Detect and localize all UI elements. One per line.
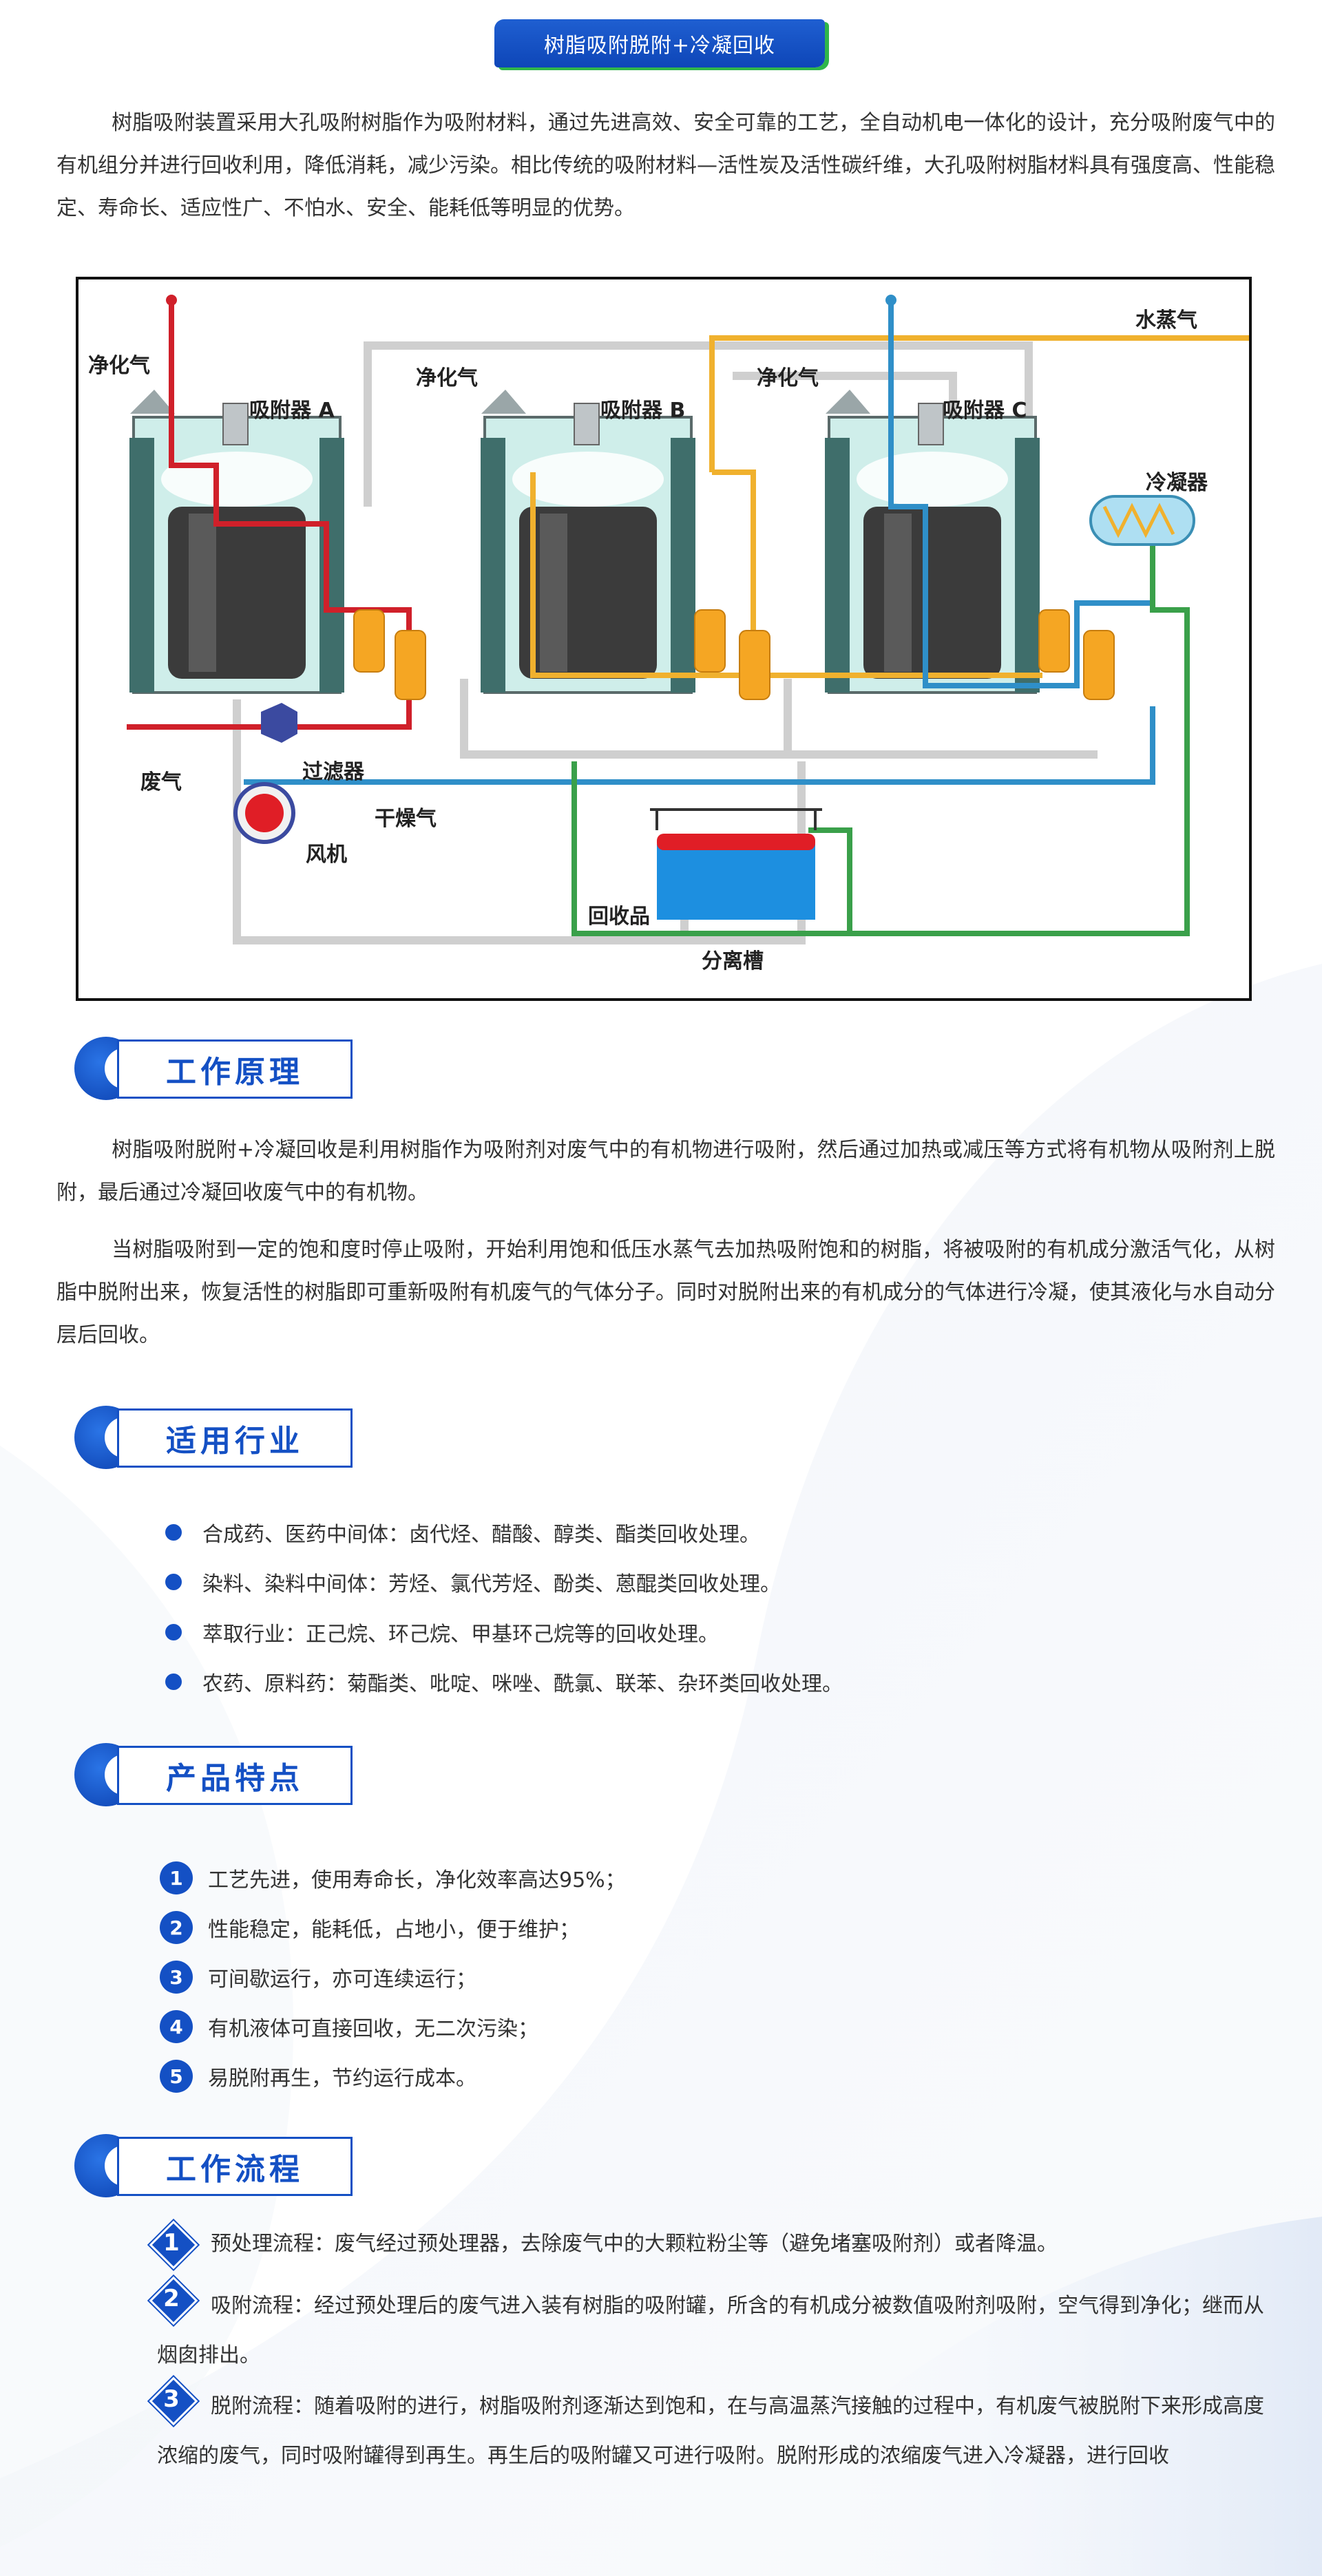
industry-item-text: 农药、原料药：菊酯类、吡啶、咪唑、酰氯、联苯、杂环类回收处理。 bbox=[202, 1672, 843, 1696]
green-condensate-pipe bbox=[808, 541, 1190, 936]
process-step-text: 预处理流程：废气经过预处理器，去除废气中的大颗粒粉尘等（避免堵塞吸附剂）或者降温… bbox=[211, 2232, 1058, 2256]
diagram-drawing bbox=[127, 295, 1249, 944]
feature-item-text: 易脱附再生，节约运行成本。 bbox=[208, 2067, 476, 2091]
section-title-industry: 适用行业 bbox=[117, 1408, 353, 1468]
orange-steam-pipe bbox=[709, 335, 1249, 472]
step-number: 1 bbox=[163, 2229, 180, 2257]
label-filter: 过滤器 bbox=[302, 760, 364, 784]
gray-pipe-return bbox=[460, 679, 1098, 759]
feature-item: 1 工艺先进，使用寿命长，净化效率高达95%； bbox=[160, 1861, 626, 1894]
feature-item: 4 有机液体可直接回收，无二次污染； bbox=[160, 2010, 538, 2043]
principle-paragraph-2: 当树脂吸附到一定的饱和度时停止吸附，开始利用饱和低压水蒸气去加热吸附饱和的树脂，… bbox=[56, 1229, 1275, 1357]
label-fan: 风机 bbox=[306, 843, 347, 867]
valves bbox=[353, 609, 1115, 700]
industry-item-text: 萃取行业：正己烷、环己烷、甲基环己烷等的回收处理。 bbox=[202, 1623, 719, 1647]
principle-text-1: 树脂吸附脱附+冷凝回收是利用树脂作为吸附剂对废气中的有机物进行吸附，然后通过加热… bbox=[56, 1138, 1275, 1205]
label-clean-gas-a: 净化气 bbox=[88, 354, 150, 378]
label-adsorber-a: 吸附器 A bbox=[249, 399, 335, 423]
adsorber-tanks bbox=[129, 390, 1040, 694]
intro-paragraph: 树脂吸附装置采用大孔吸附树脂作为吸附材料，通过先进高效、安全可靠的工艺，全自动机… bbox=[56, 102, 1275, 230]
label-clean-gas-b: 净化气 bbox=[416, 366, 478, 390]
section-header-features: 产品特点 bbox=[74, 1743, 353, 1806]
label-condenser: 冷凝器 bbox=[1146, 471, 1208, 495]
section-header-industry: 适用行业 bbox=[74, 1406, 353, 1469]
feature-item-text: 可间歇运行，亦可连续运行； bbox=[208, 1967, 476, 1992]
label-separator: 分离槽 bbox=[702, 949, 764, 973]
feature-item: 3 可间歇运行，亦可连续运行； bbox=[160, 1961, 476, 1994]
step-diamond-icon: 3 bbox=[149, 2376, 198, 2426]
label-exhaust: 废气 bbox=[140, 770, 182, 794]
industry-item-text: 染料、染料中间体：芳烃、氯代芳烃、酚类、蒽醌类回收处理。 bbox=[202, 1572, 781, 1596]
label-clean-gas-c: 净化气 bbox=[757, 366, 819, 390]
label-dry-gas: 干燥气 bbox=[375, 807, 437, 831]
feature-item-text: 性能稳定，能耗低，占地小，便于维护； bbox=[208, 1918, 580, 1942]
section-header-process: 工作流程 bbox=[74, 2134, 353, 2197]
feature-item: 2 性能稳定，能耗低，占地小，便于维护； bbox=[160, 1911, 580, 1944]
industry-item: 染料、染料中间体：芳烃、氯代芳烃、酚类、蒽醌类回收处理。 bbox=[165, 1567, 781, 1597]
industry-item-text: 合成药、医药中间体：卤代烃、醋酸、醇类、酯类回收处理。 bbox=[202, 1523, 760, 1547]
feature-item-text: 工艺先进，使用寿命长，净化效率高达95%； bbox=[208, 1868, 626, 1892]
feature-item: 5 易脱附再生，节约运行成本。 bbox=[160, 2060, 476, 2093]
process-diagram: 净化气 吸附器 A 净化气 吸附器 B 净化气 吸附器 C 水蒸气 冷凝器 废气… bbox=[76, 277, 1252, 1001]
page-title-text: 树脂吸附脱附+冷凝回收 bbox=[543, 34, 776, 58]
step-number: 2 bbox=[163, 2285, 180, 2312]
number-badge: 5 bbox=[160, 2060, 193, 2093]
bullet-dot-icon bbox=[165, 1674, 182, 1690]
label-recovered: 回收品 bbox=[588, 905, 650, 929]
step-number: 3 bbox=[163, 2385, 180, 2413]
section-title-process: 工作流程 bbox=[117, 2137, 353, 2196]
page-title: 树脂吸附脱附+冷凝回收 bbox=[494, 19, 825, 67]
blue-pipe bbox=[888, 300, 1153, 688]
step-diamond-icon: 2 bbox=[149, 2276, 198, 2325]
section-title-features: 产品特点 bbox=[117, 1746, 353, 1805]
process-step-text: 脱附流程：随着吸附的进行，树脂吸附剂逐渐达到饱和，在与高温蒸汽接触的过程中，有机… bbox=[157, 2394, 1264, 2468]
number-badge: 1 bbox=[160, 1861, 193, 1894]
intro-text: 树脂吸附装置采用大孔吸附树脂作为吸附材料，通过先进高效、安全可靠的工艺，全自动机… bbox=[56, 111, 1275, 220]
feature-item-text: 有机液体可直接回收，无二次污染； bbox=[208, 2017, 538, 2041]
principle-paragraph-1: 树脂吸附脱附+冷凝回收是利用树脂作为吸附剂对废气中的有机物进行吸附，然后通过加热… bbox=[56, 1129, 1275, 1214]
number-badge: 4 bbox=[160, 2010, 193, 2043]
step-diamond-icon: 1 bbox=[149, 2220, 198, 2270]
industry-item: 农药、原料药：菊酯类、吡啶、咪唑、酰氯、联苯、杂环类回收处理。 bbox=[165, 1667, 843, 1697]
section-header-principle: 工作原理 bbox=[74, 1037, 353, 1100]
principle-text-2: 当树脂吸附到一定的饱和度时停止吸附，开始利用饱和低压水蒸气去加热吸附饱和的树脂，… bbox=[56, 1238, 1275, 1347]
process-step-text: 吸附流程：经过预处理后的废气进入装有树脂的吸附罐，所含的有机成分被数值吸附剂吸附… bbox=[157, 2294, 1264, 2367]
gray-pipe-top bbox=[364, 341, 1033, 507]
label-adsorber-c: 吸附器 C bbox=[943, 399, 1027, 423]
label-adsorber-b: 吸附器 B bbox=[600, 399, 686, 423]
bullet-dot-icon bbox=[165, 1524, 182, 1541]
industry-item: 萃取行业：正己烷、环己烷、甲基环己烷等的回收处理。 bbox=[165, 1617, 719, 1647]
number-badge: 2 bbox=[160, 1911, 193, 1944]
bullet-dot-icon bbox=[165, 1574, 182, 1590]
condenser-unit bbox=[1089, 495, 1195, 546]
industry-item: 合成药、医药中间体：卤代烃、醋酸、醇类、酯类回收处理。 bbox=[165, 1517, 760, 1548]
bullet-dot-icon bbox=[165, 1624, 182, 1640]
filter-unit bbox=[261, 703, 297, 743]
label-steam: 水蒸气 bbox=[1135, 308, 1197, 332]
separator-tank bbox=[650, 808, 822, 920]
section-title-principle: 工作原理 bbox=[117, 1039, 353, 1099]
number-badge: 3 bbox=[160, 1961, 193, 1994]
